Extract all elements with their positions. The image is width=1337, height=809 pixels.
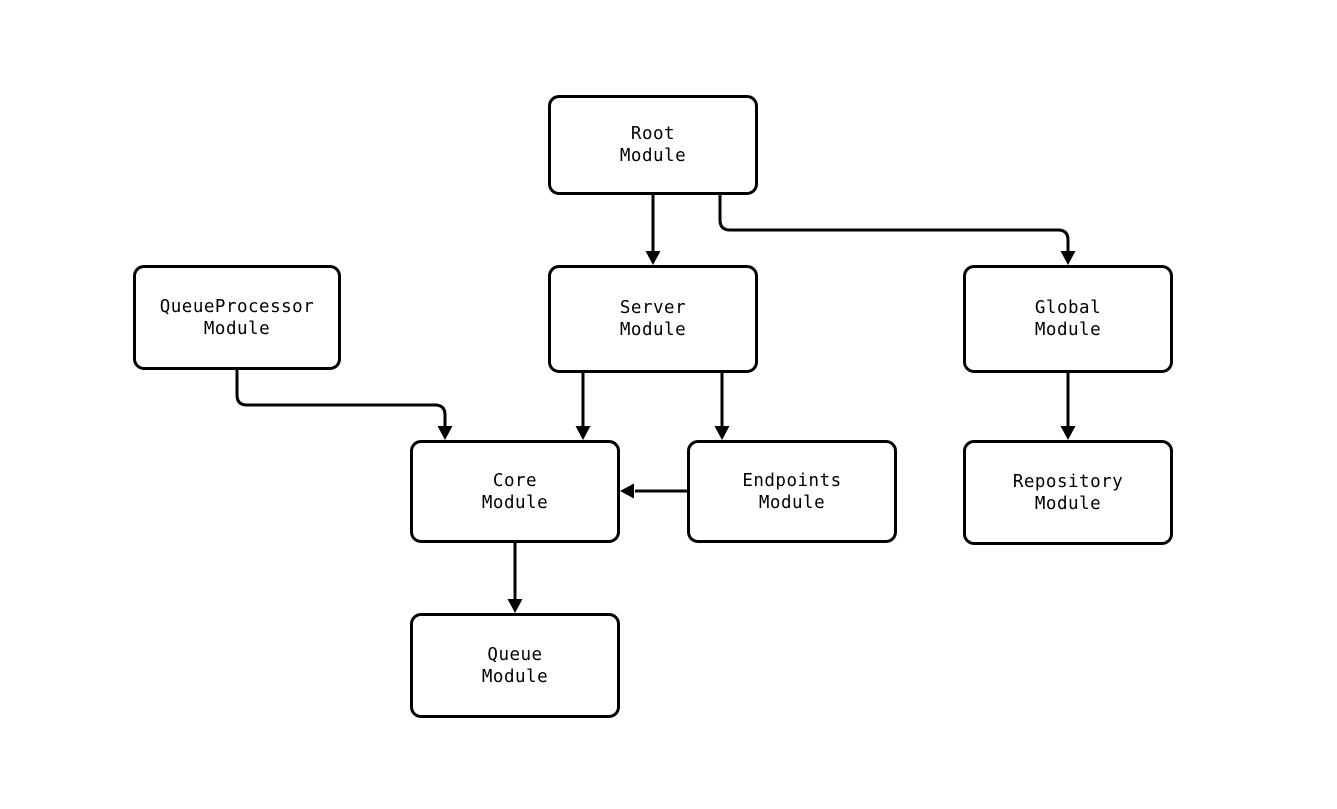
edge-root-to-global [718, 195, 1076, 265]
arrowhead-icon [437, 426, 453, 440]
arrowhead-icon [575, 426, 591, 440]
node-label-secondary: Module [758, 492, 826, 513]
node-label-primary: Root [630, 124, 676, 144]
arrowhead-icon [1060, 426, 1076, 440]
node-label-secondary: Module [1034, 493, 1102, 514]
edge-server-to-endpoints [714, 373, 730, 440]
node-label-primary: Endpoints [742, 470, 842, 491]
node-label-secondary: Module [619, 320, 687, 340]
node-label-secondary: Module [619, 146, 687, 166]
arrowhead-icon [1060, 251, 1076, 265]
edge-line [235, 370, 447, 427]
edge-line [718, 195, 1070, 252]
node-label-primary: Core [492, 470, 538, 491]
node-label-secondary: Module [1034, 320, 1102, 340]
edge-endpoints-to-core [620, 483, 687, 499]
edge-root-to-server [645, 195, 661, 265]
node-label-secondary: Module [203, 318, 271, 339]
edge-global-to-repository [1060, 373, 1076, 440]
arrowhead-icon [645, 251, 661, 265]
arrowhead-icon [507, 599, 523, 613]
node-label-primary: Repository [1012, 471, 1124, 492]
node-label-primary: QueueProcessor [159, 296, 315, 317]
arrowhead-icon [714, 426, 730, 440]
node-label-secondary: Module [481, 492, 549, 513]
node-label-primary: Queue [487, 644, 543, 665]
node-label-primary: Server [619, 298, 687, 318]
node-label-primary: Global [1034, 298, 1102, 318]
arrowhead-icon [620, 483, 634, 499]
edge-core-to-queue [507, 543, 523, 613]
edge-server-to-core [575, 373, 591, 440]
node-label-secondary: Module [481, 666, 549, 687]
edge-queueprocessor-to-core [235, 370, 453, 440]
